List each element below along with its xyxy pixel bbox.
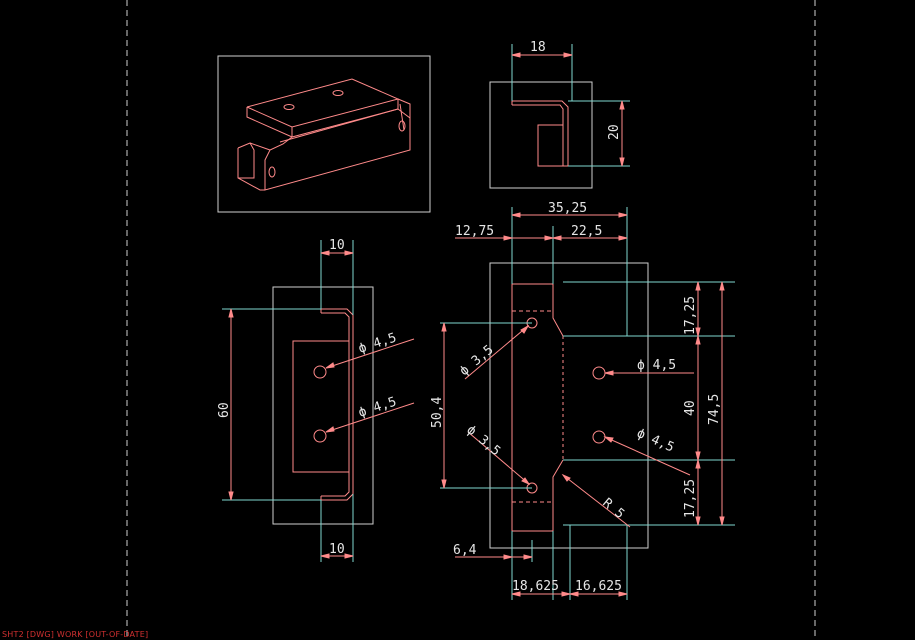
top-view-part (511, 100, 569, 167)
dim-front-top-height: 17,25 (683, 296, 698, 335)
dim-front-bottom-height: 17,25 (683, 479, 698, 518)
isometric-view[interactable] (217, 55, 431, 213)
dim-front-slot-spacing: 50,4 (430, 397, 445, 428)
dim-side-hole-lower: ϕ 4,5 (357, 394, 399, 420)
dim-side-height: 60 (217, 402, 232, 418)
dim-front-bottom-right: 16,625 (575, 579, 622, 594)
front-view[interactable]: 35,25 12,75 22,5 17,25 40 74,5 17,25 50,… (430, 201, 735, 600)
dim-front-hole-right-upper: ϕ 4,5 (637, 358, 676, 373)
dim-front-radius: R 5 (599, 496, 627, 523)
front-view-part (511, 283, 606, 532)
dim-front-slot-hole-upper: ϕ 3,5 (457, 342, 497, 379)
side-view[interactable]: 10 10 60 ϕ 4,5 ϕ 4,5 (217, 238, 415, 562)
dim-side-bottom-width: 10 (329, 542, 345, 557)
top-view-dims (511, 44, 630, 167)
side-viewport-frame (272, 286, 374, 525)
front-viewport-frame (489, 262, 649, 549)
dim-side-hole-upper: ϕ 4,5 (357, 330, 399, 356)
isometric-part (237, 78, 411, 191)
dim-side-top-width: 10 (329, 238, 345, 253)
dim-front-right-width: 22,5 (571, 224, 602, 239)
dim-top-height: 20 (607, 124, 622, 140)
dim-front-slot-hole-lower: ϕ 3,5 (463, 423, 503, 460)
front-view-ext-lines (440, 207, 735, 600)
status-bar: SHT2 [DWG] WORK [OUT-OF-DATE] (2, 630, 149, 639)
side-view-part (292, 308, 354, 501)
isometric-viewport-frame (217, 55, 431, 213)
dim-front-bottom-left: 18,625 (512, 579, 559, 594)
dim-front-hole-spacing: 40 (683, 400, 698, 416)
dim-front-total-width: 35,25 (548, 201, 587, 216)
top-viewport-frame (489, 81, 593, 189)
side-view-ext-lines (222, 240, 354, 562)
dim-front-left-width: 12,75 (455, 224, 494, 239)
dim-front-total-height: 74,5 (707, 394, 722, 425)
top-view[interactable]: 18 20 (489, 40, 630, 189)
dim-top-width: 18 (530, 40, 546, 55)
dim-front-offset: 6,4 (453, 543, 477, 558)
dim-front-hole-right-lower: ϕ 4,5 (634, 426, 676, 456)
